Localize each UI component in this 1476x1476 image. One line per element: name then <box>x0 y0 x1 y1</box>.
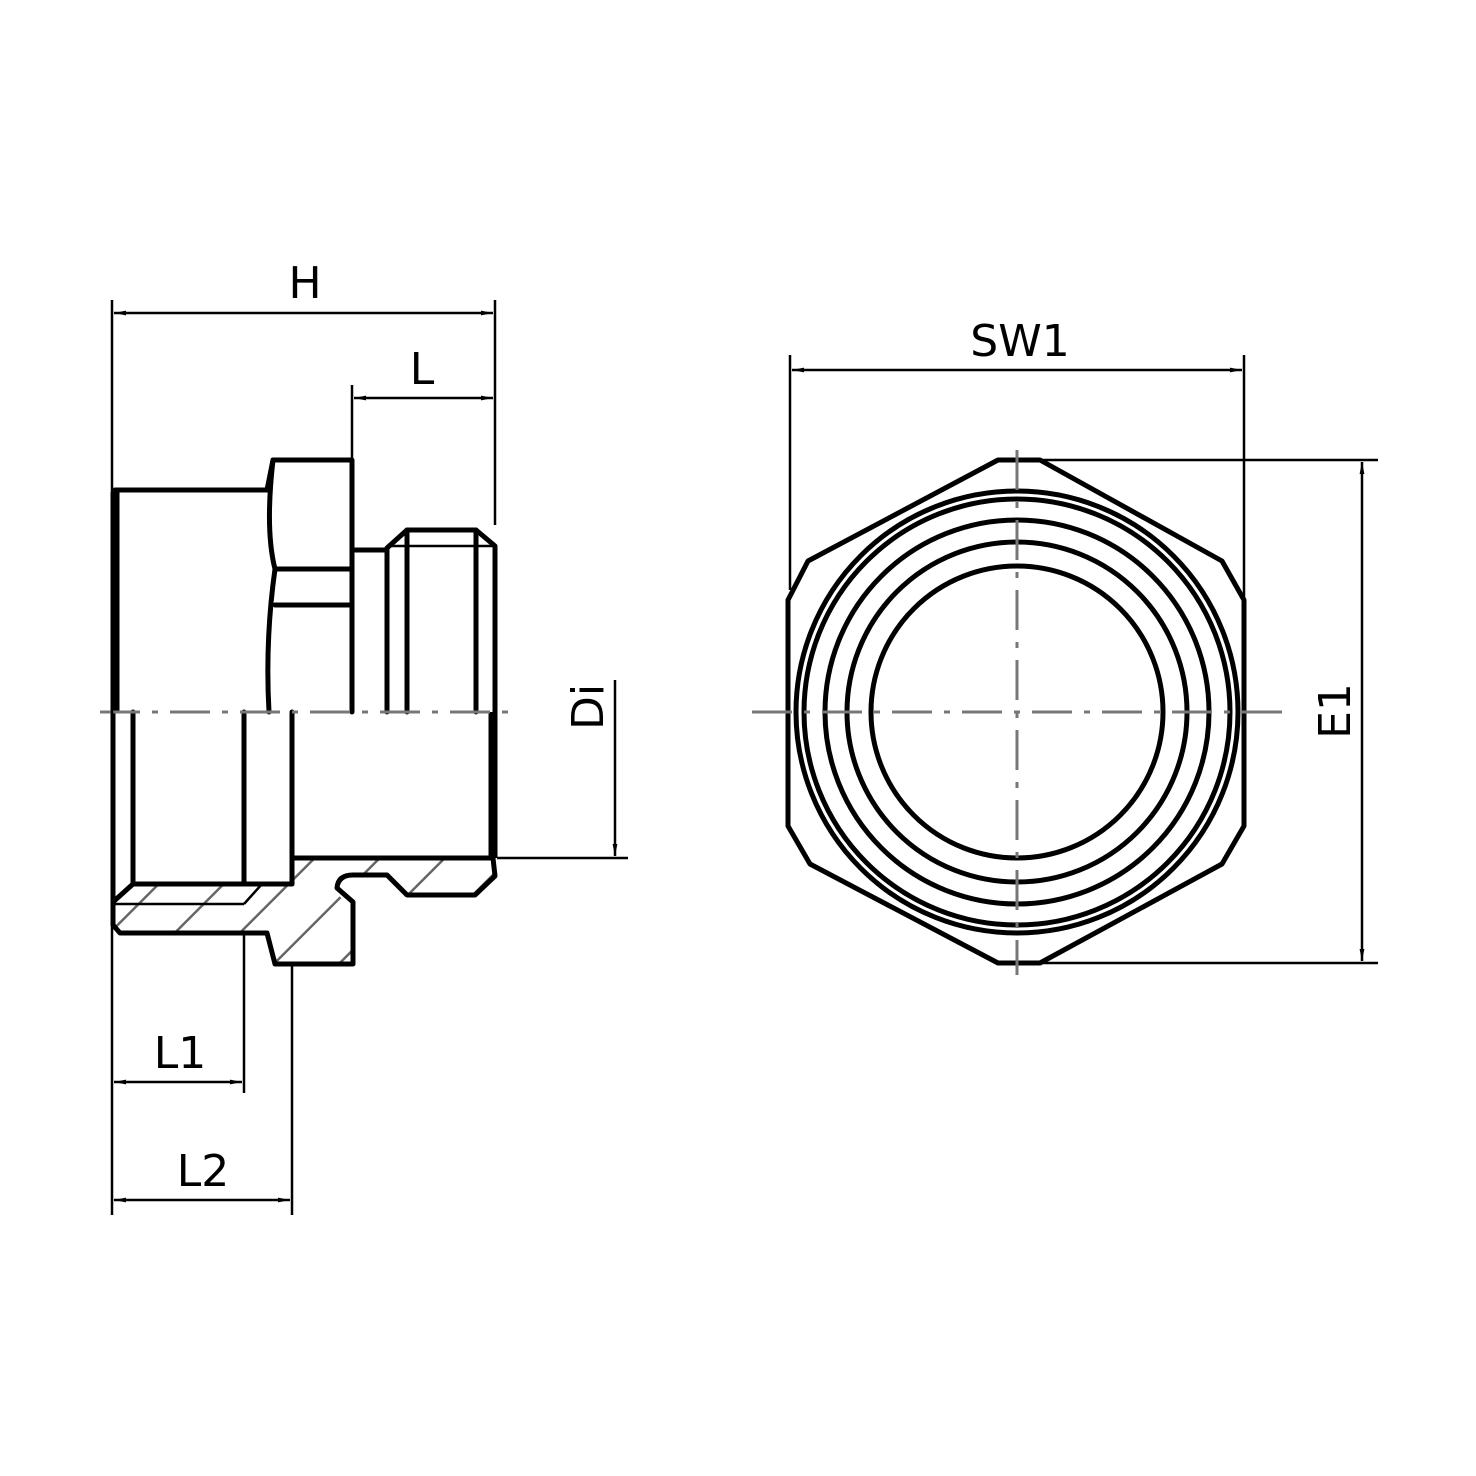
side-dimensions: H L L1 L2 Di <box>110 258 628 1215</box>
dim-label-l: L <box>410 344 435 395</box>
dim-label-l2: L2 <box>177 1146 230 1197</box>
section-hatch <box>113 858 495 964</box>
thread-outer-circle <box>793 488 1241 936</box>
section-outline <box>110 855 498 967</box>
side-section-view <box>100 457 512 967</box>
male-thread-outline <box>384 527 498 715</box>
dim-label-h: H <box>288 258 321 309</box>
hex-curve <box>265 457 278 715</box>
front-hex-view <box>752 450 1282 975</box>
dim-label-sw1: SW1 <box>970 316 1069 367</box>
dim-label-l1: L1 <box>154 1028 207 1079</box>
dim-label-e1: E1 <box>1310 683 1361 739</box>
dim-label-di: Di <box>563 684 614 730</box>
thread-chamfer <box>243 883 263 905</box>
hex-flange <box>264 457 355 715</box>
front-dimensions: SW1 E1 <box>788 316 1378 965</box>
